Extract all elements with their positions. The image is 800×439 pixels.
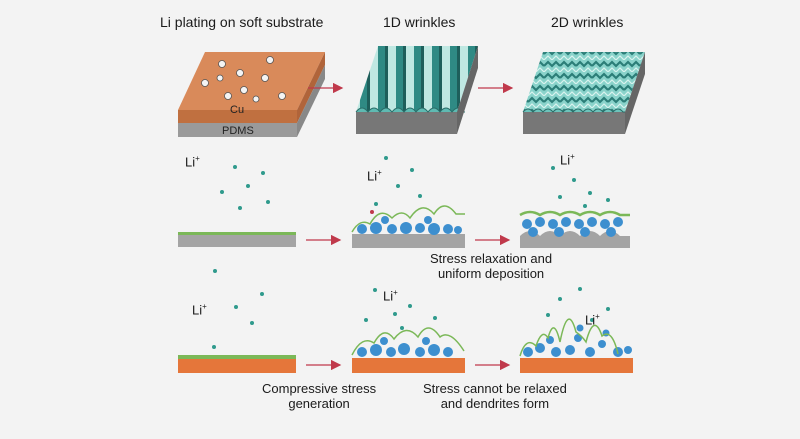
li-ions-row3-col3 [546,287,610,322]
li-ion-label: Li+ [192,302,207,318]
label-pdms: PDMS [222,125,254,137]
deposit-row2-col2 [351,205,465,248]
caption-compressive-stress: Compressive stress generation [262,381,377,411]
li-ions-row2-col3 [551,166,610,208]
li-ions-row3-col1 [212,269,264,349]
li-ion-label: Li+ [185,154,200,170]
wrinkles-2d-block [522,52,645,134]
deposit-row3-col2 [351,327,465,373]
cu-pdms-block [178,52,325,137]
title-2d-wrinkles: 2D wrinkles [551,14,624,30]
substrate-row2-col1 [178,232,296,247]
li-nuclei [201,56,286,103]
li-ion-label: Li+ [560,152,575,168]
li-ion-label: Li+ [585,312,600,328]
substrate-row3-col1 [178,355,296,373]
title-1d-wrinkles: 1D wrinkles [383,14,456,30]
deposit-row2-col3 [519,210,630,248]
caption-stress-relaxation: Stress relaxation and uniform deposition [430,251,553,281]
label-cu: Cu [230,104,245,116]
li-ions-row3-col2 [364,288,437,330]
li-ions-row2-col1 [220,165,270,210]
li-ion-label: Li+ [383,288,398,304]
li-ions-row2-col2 [370,156,422,214]
caption-stress-not-relaxed: Stress cannot be relaxed and dendrites f… [423,381,567,411]
wrinkles-1d-block [355,46,478,134]
deposit-row3-col3 [519,318,633,373]
li-ion-label: Li+ [367,168,382,184]
title-li-plating: Li plating on soft substrate [160,14,324,30]
